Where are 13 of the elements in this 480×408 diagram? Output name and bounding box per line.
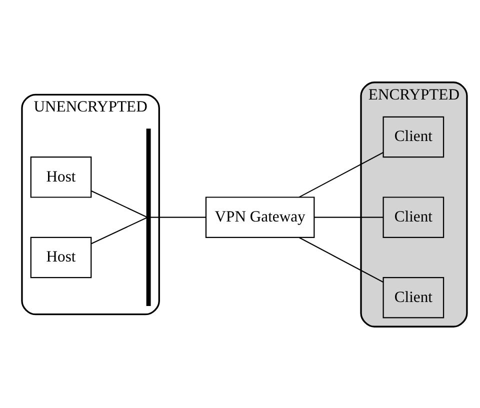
- node-box: Client: [382, 116, 444, 158]
- connector: [91, 216, 147, 244]
- connector: [299, 151, 384, 198]
- connector: [314, 216, 384, 218]
- node-box: Client: [382, 196, 444, 238]
- node-bar: [146, 128, 151, 306]
- node-box: Host: [30, 156, 92, 198]
- node-box: VPN Gateway: [205, 196, 315, 238]
- connector: [299, 236, 384, 282]
- connector: [91, 190, 147, 217]
- connector: [150, 216, 206, 218]
- node-box: Client: [382, 276, 444, 318]
- node-box: Host: [30, 236, 92, 278]
